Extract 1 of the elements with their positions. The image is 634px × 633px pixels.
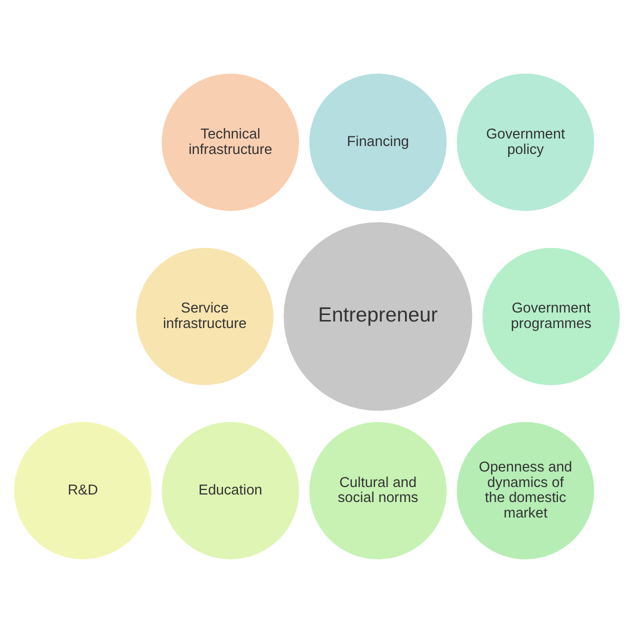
node-circle: Entrepreneur bbox=[280, 219, 476, 414]
